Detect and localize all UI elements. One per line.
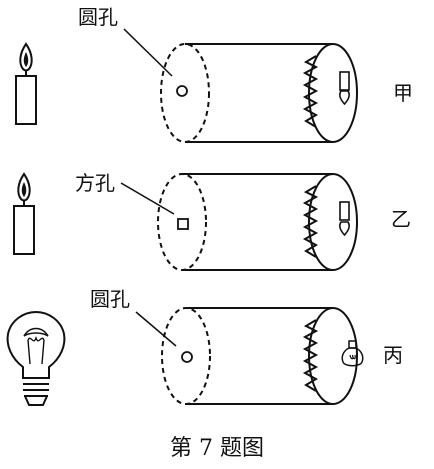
tube-body <box>157 173 358 271</box>
figure-caption: 第 7 题图 <box>170 436 264 461</box>
candle-icon <box>15 42 37 125</box>
inverted-bulb-image <box>341 340 364 367</box>
leader-line <box>123 28 173 77</box>
round-hole <box>176 85 188 97</box>
row-yi: 方孔 乙 <box>13 171 411 271</box>
row-jia: 圆孔 甲 <box>15 5 413 143</box>
leader-line <box>135 311 177 347</box>
label-yi: 乙 <box>391 207 411 231</box>
tube-body <box>161 307 358 405</box>
light-bulb-icon <box>6 310 66 406</box>
label-square-hole: 方孔 <box>75 171 115 195</box>
label-jia: 甲 <box>393 81 413 105</box>
tube-body <box>160 43 358 143</box>
label-round-hole: 圆孔 <box>90 287 130 311</box>
row-bing: 圆孔 丙 <box>6 287 403 406</box>
inverted-candle-image <box>338 201 351 237</box>
round-hole <box>181 351 193 363</box>
square-hole <box>177 218 189 230</box>
label-round-hole: 圆孔 <box>78 5 118 29</box>
inverted-candle-image <box>338 71 351 106</box>
candle-icon <box>13 172 35 255</box>
label-bing: 丙 <box>383 343 403 367</box>
leader-line <box>120 182 175 215</box>
